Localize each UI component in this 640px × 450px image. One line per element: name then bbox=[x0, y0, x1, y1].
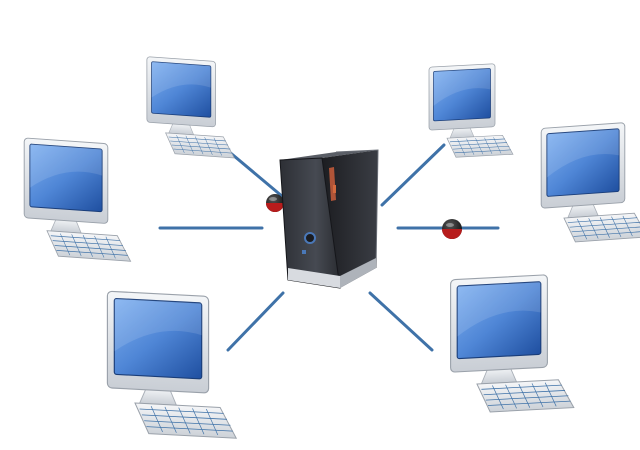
cable-bottom-right bbox=[368, 291, 434, 352]
workstation-bottom-right[interactable] bbox=[450, 272, 575, 415]
cable-bottom-left bbox=[226, 291, 285, 352]
server-led bbox=[333, 185, 336, 193]
workstation-left[interactable] bbox=[23, 137, 132, 262]
workstation-bottom-left[interactable] bbox=[106, 290, 237, 439]
workstation-top-right[interactable] bbox=[428, 62, 514, 160]
server-power-button[interactable] bbox=[304, 232, 316, 244]
server-tower[interactable] bbox=[279, 149, 379, 289]
workstation-top-left[interactable] bbox=[146, 56, 235, 159]
connector-top-left bbox=[266, 194, 284, 212]
cable-top-right bbox=[380, 143, 446, 207]
connector-right bbox=[442, 219, 462, 239]
workstation-right[interactable] bbox=[540, 120, 640, 245]
